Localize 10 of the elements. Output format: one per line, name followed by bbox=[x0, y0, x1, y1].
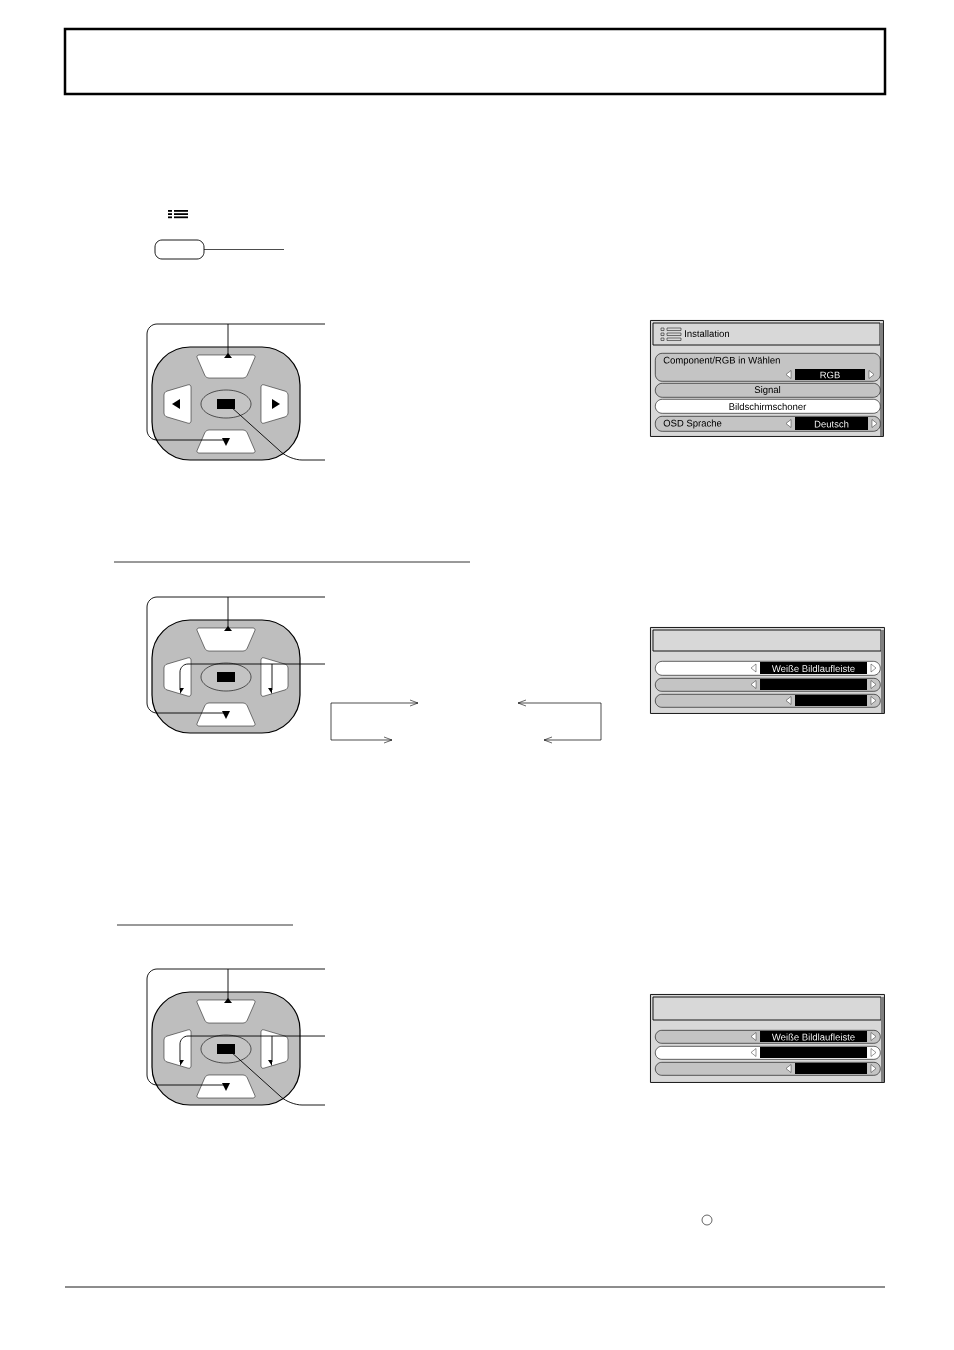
menu-row: Bildschirmschoner bbox=[655, 399, 881, 414]
menu-row bbox=[655, 694, 881, 708]
menu-row: Weiße Bildlaufleiste bbox=[655, 1030, 881, 1044]
menu-row: Component/RGB in Wählen RGB bbox=[655, 353, 881, 382]
menu-row: OSD Sprache Deutsch bbox=[655, 416, 881, 432]
menu-row bbox=[655, 1062, 881, 1076]
menu-row bbox=[655, 1046, 881, 1060]
menu-row: Signal bbox=[655, 383, 881, 398]
menu-row: Weiße Bildlaufleiste bbox=[655, 661, 881, 676]
menu-row bbox=[655, 678, 881, 692]
